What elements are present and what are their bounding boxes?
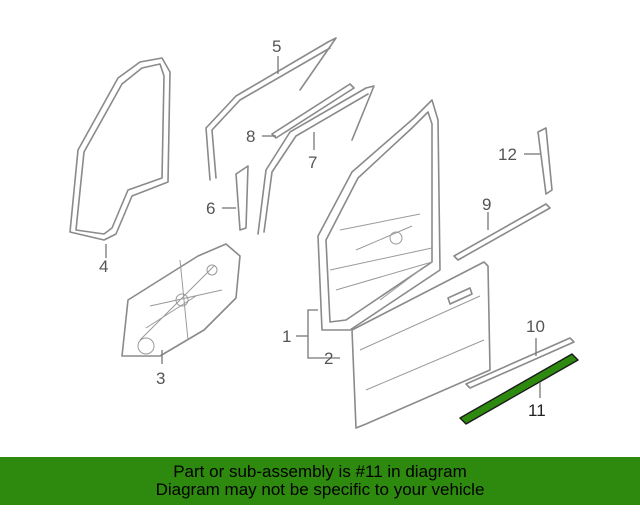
info-banner: Part or sub-assembly is #11 in diagram D… [0, 457, 640, 505]
part-4-weatherstrip[interactable] [69, 57, 171, 241]
callout-7: 7 [308, 153, 317, 172]
callout-2: 2 [324, 349, 333, 368]
callout-5: 5 [272, 37, 281, 56]
part-11-molding-highlighted[interactable] [459, 353, 579, 425]
callout-9: 9 [482, 195, 491, 214]
callout-10: 10 [526, 317, 545, 336]
callout-11: 11 [528, 401, 546, 420]
parts-diagram: 4 5 8 7 6 3 [69, 37, 579, 429]
banner-line-2: Diagram may not be specific to your vehi… [155, 480, 485, 499]
part-9-molding[interactable] [453, 203, 551, 261]
part-1-door-shell[interactable] [317, 99, 441, 331]
part-6-bar[interactable] [235, 165, 249, 231]
part-2-door-skin[interactable] [351, 261, 491, 429]
part-12-trim[interactable] [537, 127, 553, 195]
callout-1: 1 [282, 327, 291, 346]
callout-12: 12 [498, 145, 517, 164]
part-5-channel[interactable] [205, 37, 337, 181]
banner-line-1: Part or sub-assembly is #11 in diagram [173, 462, 467, 481]
callout-4: 4 [99, 257, 108, 276]
part-10-molding[interactable] [465, 337, 575, 389]
part-3-regulator[interactable] [121, 243, 241, 357]
callout-3: 3 [156, 369, 165, 388]
callout-8: 8 [246, 127, 255, 146]
callout-6: 6 [206, 199, 215, 218]
part-8-molding[interactable] [271, 83, 355, 139]
part-7-channel[interactable] [257, 85, 375, 235]
